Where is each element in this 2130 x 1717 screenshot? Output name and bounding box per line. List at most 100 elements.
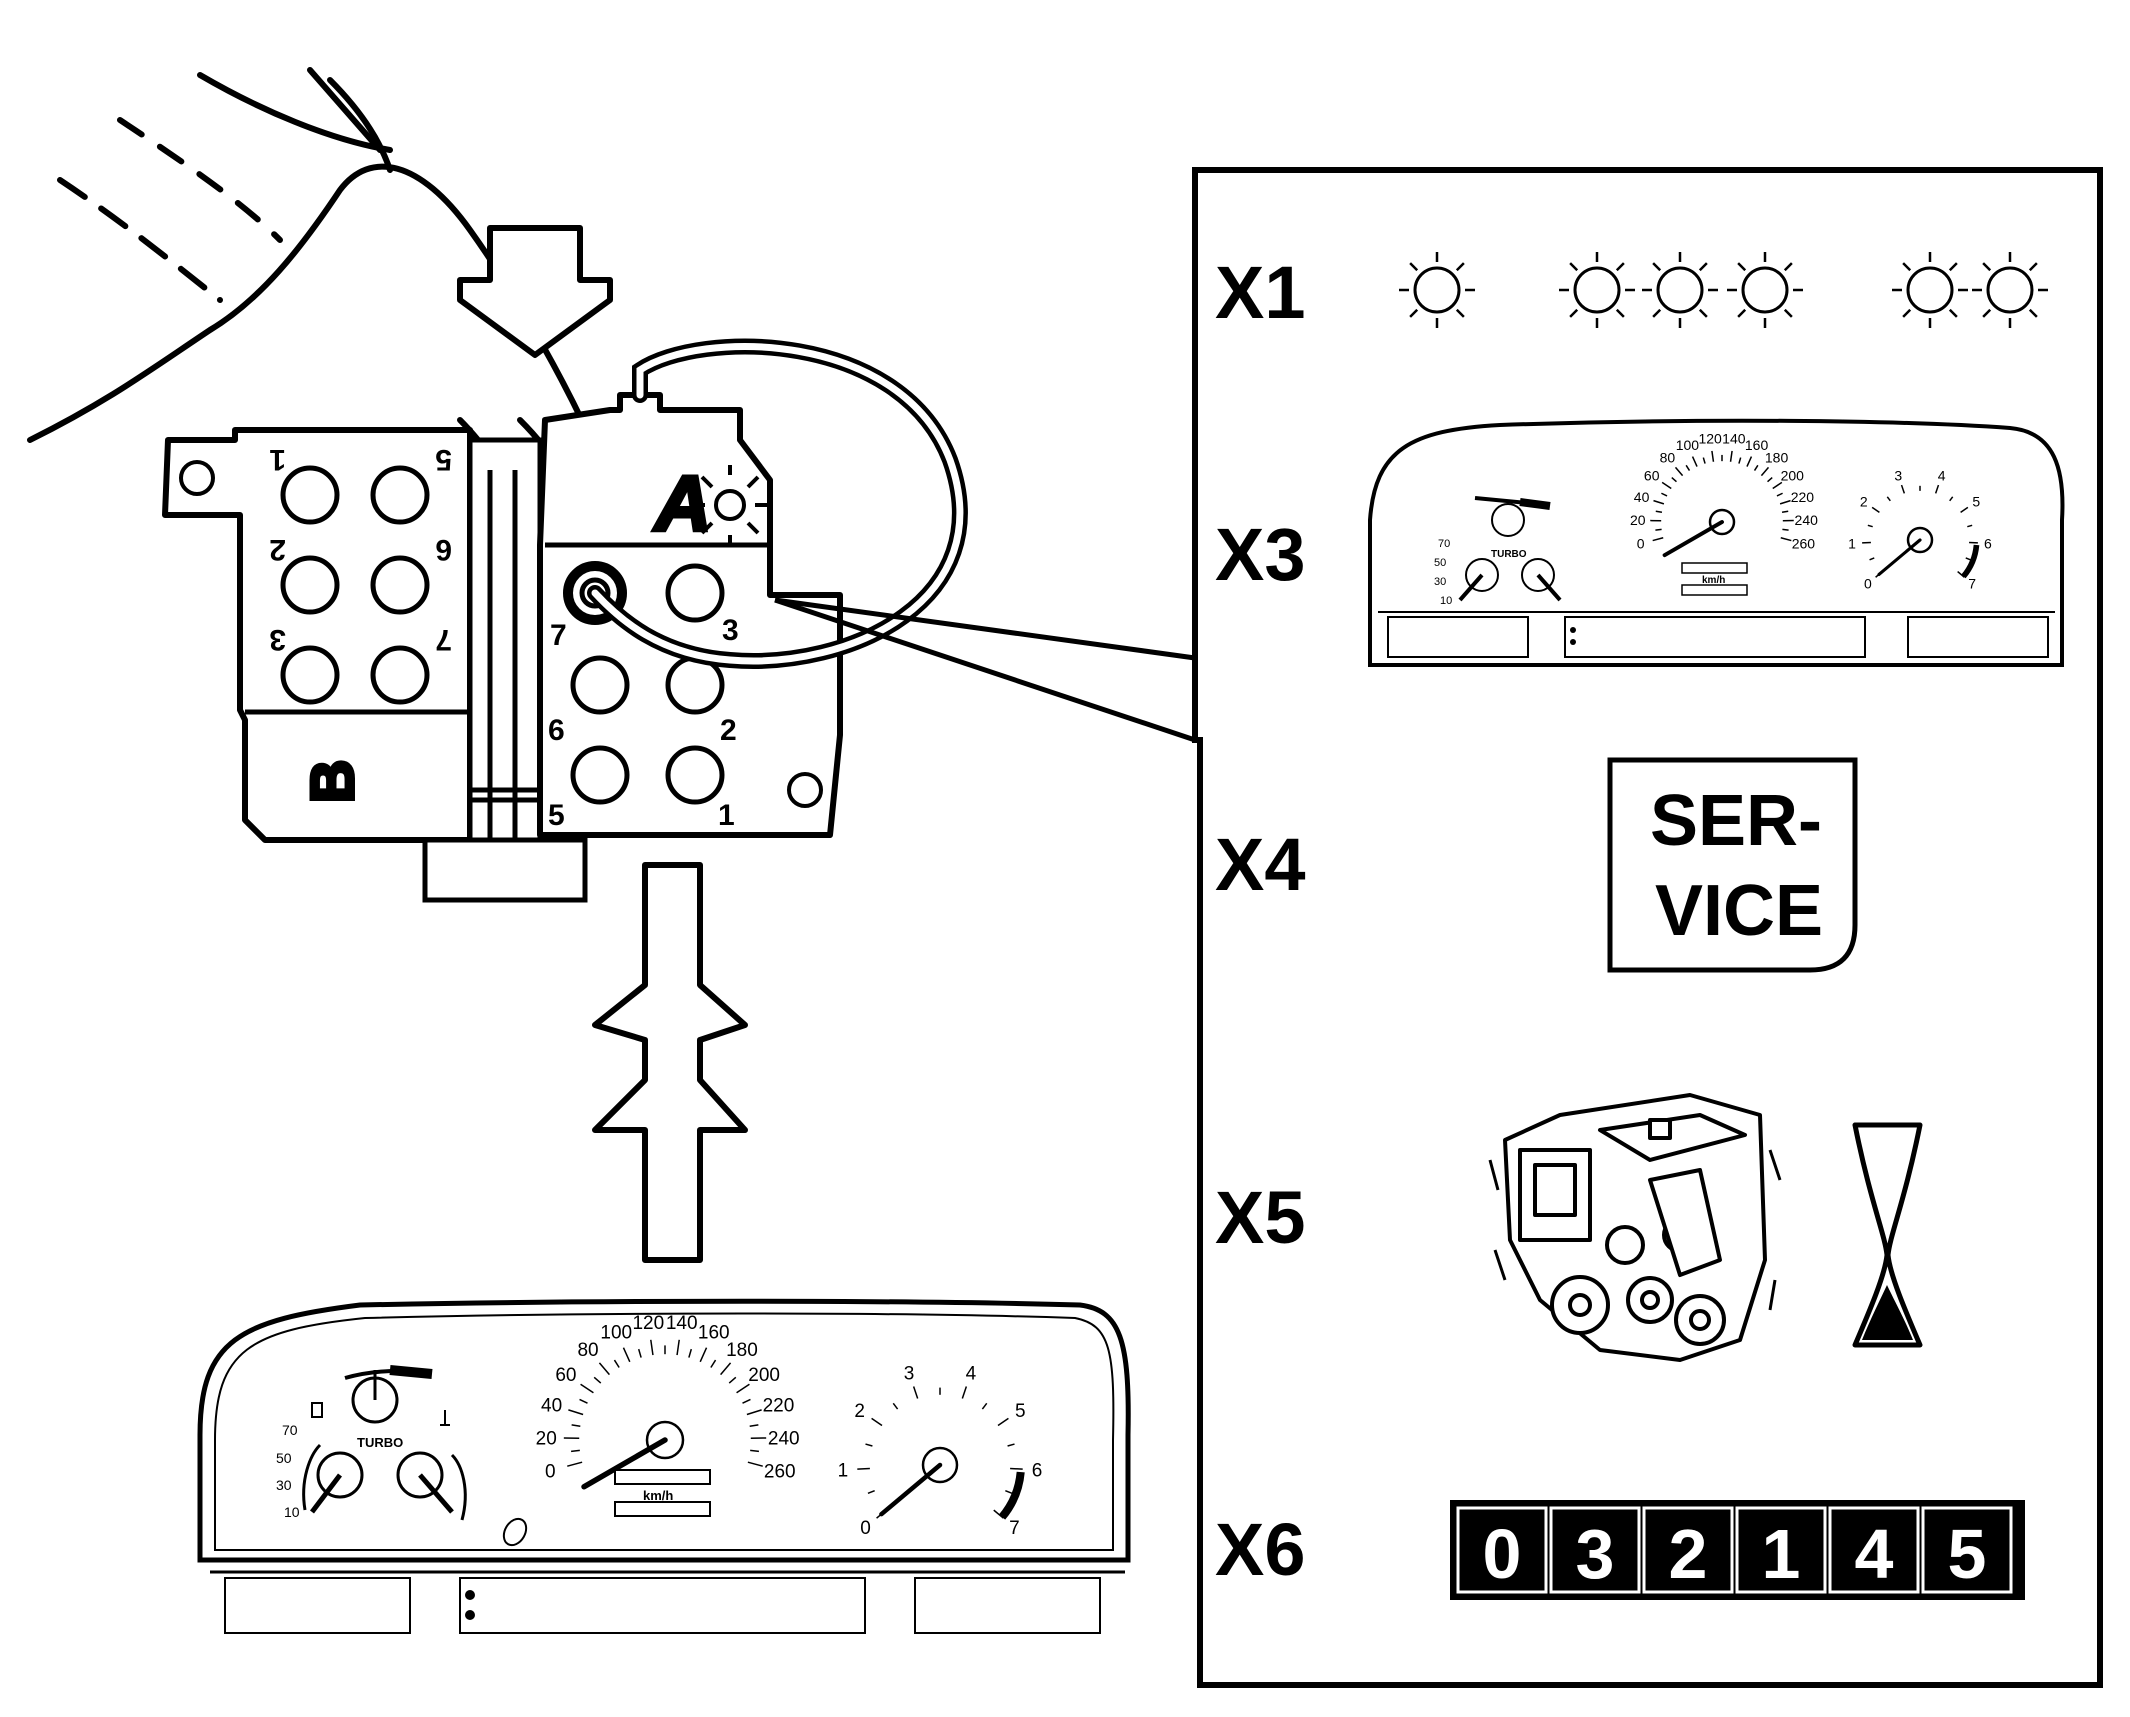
gauge-tick-label: 5 bbox=[1015, 1401, 1026, 1422]
gauge-tick-label: 2 bbox=[1860, 494, 1868, 510]
down-arrow-icon bbox=[457, 225, 613, 358]
gauge-tick-label: 160 bbox=[698, 1322, 730, 1343]
gauge-tick-label: 120 bbox=[1698, 430, 1722, 446]
odometer-digit: 2 bbox=[1669, 1515, 1708, 1593]
engine-icon bbox=[1488, 1093, 1782, 1362]
fuel-tick: 30 bbox=[1434, 576, 1446, 588]
gauge-tick-label: 260 bbox=[1792, 536, 1816, 552]
pin-label: 5 bbox=[435, 443, 452, 476]
gauge-tick-label: 80 bbox=[577, 1340, 598, 1361]
fuel-tick: 70 bbox=[1438, 538, 1450, 550]
fuel-tick: 50 bbox=[1434, 557, 1446, 569]
turbo-label: TURBO bbox=[1491, 549, 1527, 560]
pin-label: 2 bbox=[269, 533, 286, 566]
row-label-x4: X4 bbox=[1215, 823, 1306, 906]
gauge-tick-label: 7 bbox=[1968, 576, 1976, 592]
gauge-needle bbox=[1877, 538, 1922, 576]
odometer-digit: 0 bbox=[1483, 1515, 1522, 1593]
gauge-tick-label: 0 bbox=[860, 1518, 871, 1539]
gauge-tick-label: 20 bbox=[536, 1428, 557, 1449]
sun-lamp-icon bbox=[1559, 252, 1635, 328]
gauge-tick-label: 1 bbox=[1848, 535, 1856, 551]
odometer-digit: 4 bbox=[1855, 1515, 1894, 1593]
lamp-row bbox=[1399, 252, 2048, 328]
gauge-tick-label: 0 bbox=[545, 1461, 556, 1482]
sun-lamp-icon bbox=[1642, 252, 1718, 328]
sun-lamp-icon bbox=[1399, 252, 1475, 328]
fuel-tick: 50 bbox=[276, 1450, 292, 1466]
gauge-tick-label: 2 bbox=[854, 1401, 865, 1422]
service-line-2: VICE bbox=[1655, 871, 1823, 951]
redline-zone bbox=[1961, 544, 1980, 579]
gauge-tick-label: 100 bbox=[1676, 437, 1700, 453]
fuel-tick: 10 bbox=[1440, 595, 1452, 607]
pin-label: 2 bbox=[720, 714, 737, 747]
gauge-tick-label: 5 bbox=[1972, 494, 1980, 510]
gauge-tick-label: 6 bbox=[1032, 1460, 1043, 1481]
pin-label: 7 bbox=[435, 623, 452, 656]
speed-unit: km/h bbox=[1702, 575, 1725, 586]
trip-reset-icon bbox=[502, 1517, 528, 1547]
pin-label: 1 bbox=[718, 799, 735, 832]
fuel-tick: 10 bbox=[284, 1504, 300, 1520]
odometer-digit: 3 bbox=[1576, 1515, 1615, 1593]
gauge-needle bbox=[879, 1462, 943, 1517]
sun-lamp-icon bbox=[1972, 252, 2048, 328]
row-label-x3: X3 bbox=[1215, 513, 1306, 596]
fuel-tick: 30 bbox=[276, 1477, 292, 1493]
function-panel: X1 X3 X4 X5 X6 70 50 30 bbox=[1192, 167, 2103, 1688]
pin-label: 6 bbox=[435, 533, 452, 566]
gauge-tick-label: 40 bbox=[541, 1395, 562, 1416]
gauge-needle bbox=[581, 1437, 668, 1490]
gauge-tick-label: 160 bbox=[1745, 437, 1769, 453]
gauge-tick-label: 0 bbox=[1864, 576, 1872, 592]
row-label-x6: X6 bbox=[1215, 1508, 1306, 1591]
gauge-tick-label: 260 bbox=[764, 1461, 796, 1482]
leader-lines bbox=[774, 597, 1196, 743]
odometer-digit: 1 bbox=[1762, 1515, 1801, 1593]
gauge-tick-label: 120 bbox=[632, 1313, 664, 1334]
gauge-tick-label: 200 bbox=[748, 1365, 780, 1386]
gauge-tick-label: 100 bbox=[600, 1322, 632, 1343]
gauge-tick-label: 7 bbox=[1009, 1518, 1020, 1539]
pin-label: 1 bbox=[269, 443, 286, 476]
gauge-tick-label: 40 bbox=[1634, 489, 1650, 505]
gauge-tick-label: 60 bbox=[555, 1365, 576, 1386]
gauge-tick-label: 180 bbox=[1765, 450, 1789, 466]
gauge-tick-label: 80 bbox=[1660, 450, 1676, 466]
gauge-tick-label: 240 bbox=[1795, 512, 1819, 528]
pin-label: 3 bbox=[722, 614, 739, 647]
gauge-tick-label: 3 bbox=[904, 1364, 915, 1385]
fuel-tick: 70 bbox=[282, 1422, 298, 1438]
odometer-digit: 5 bbox=[1948, 1515, 1987, 1593]
hourglass-icon bbox=[1852, 1122, 1923, 1348]
gauge-tick-label: 0 bbox=[1637, 536, 1645, 552]
gauge-tick-label: 3 bbox=[1894, 467, 1902, 483]
redline-zone bbox=[998, 1471, 1025, 1520]
gauge-tick-label: 4 bbox=[1938, 467, 1946, 483]
sun-lamp-icon bbox=[1892, 252, 1968, 328]
gauge-needle bbox=[1662, 520, 1724, 558]
gauge-tick-label: 220 bbox=[763, 1395, 795, 1416]
fuel-icon bbox=[311, 1402, 323, 1418]
gauge-tick-label: 240 bbox=[768, 1428, 800, 1449]
connector-letter: B bbox=[299, 760, 366, 803]
double-arrow-icon bbox=[592, 862, 748, 1263]
pin-label: 3 bbox=[269, 623, 286, 656]
gauge-tick-label: 140 bbox=[1722, 430, 1746, 446]
gauge-tick-label: 220 bbox=[1791, 489, 1815, 505]
service-indicator: SER- VICE bbox=[1607, 757, 1858, 973]
gauge-tick-label: 4 bbox=[966, 1364, 977, 1385]
flashing-lamp-icon bbox=[692, 465, 768, 545]
pin-label: 5 bbox=[548, 799, 565, 832]
pin-label: 6 bbox=[548, 714, 565, 747]
speed-unit: km/h bbox=[643, 1488, 673, 1503]
connector-a: 3 2 1 7 6 5 A bbox=[537, 392, 843, 838]
